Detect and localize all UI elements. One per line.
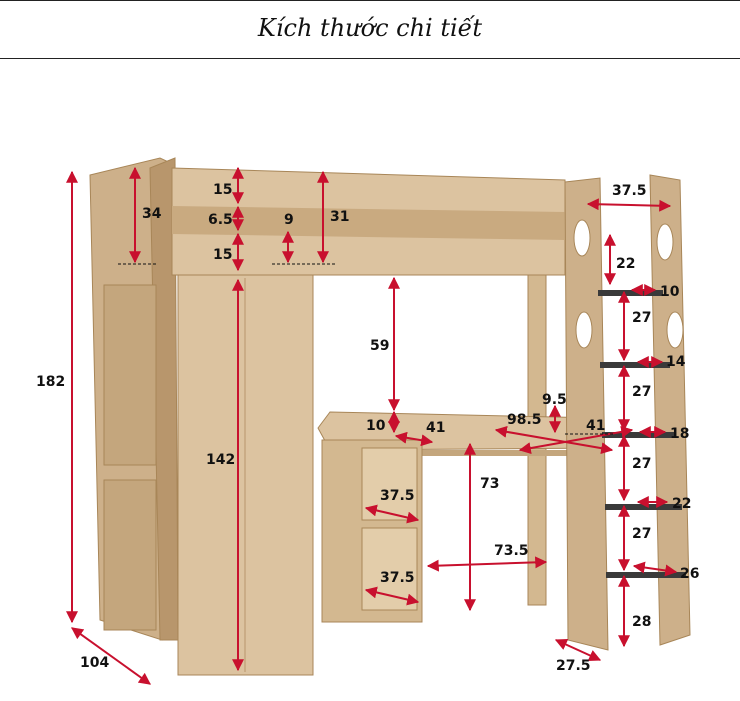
label-step4: 22 <box>672 496 691 512</box>
label-guard-bottom: 15 <box>213 247 232 263</box>
label-total-height: 182 <box>36 374 65 390</box>
ladder-hole-3 <box>656 223 674 261</box>
label-desk-width: 98.5 <box>507 412 542 428</box>
title-top-rule <box>0 0 740 1</box>
label-ladder-top: 22 <box>616 256 635 272</box>
left-panel-upper <box>103 284 157 466</box>
arrow-foot <box>554 639 602 661</box>
arrow-desk-depth <box>394 431 434 447</box>
ladder-left-rail <box>564 177 609 651</box>
label-desk-edge: 10 <box>366 418 386 434</box>
arrow-desk-side <box>518 425 634 455</box>
arrow-ladder-width <box>586 198 672 212</box>
bed-drawing <box>89 157 691 676</box>
label-59: 59 <box>370 338 389 354</box>
guide-lines <box>118 263 615 435</box>
label-wardrobe-height: 142 <box>206 452 235 468</box>
ladder-step-2 <box>600 362 670 368</box>
label-bottom: 28 <box>632 614 651 630</box>
loft-bed-dimension-diagram: 182 104 34 15 6.5 15 9 31 142 59 10 41 9… <box>36 157 699 685</box>
arrow-step5 <box>632 561 678 577</box>
label-shelf-lower: 37.5 <box>380 570 415 586</box>
ladder-step-5 <box>606 572 686 578</box>
arrow-shelf-upper <box>364 504 420 524</box>
ladder-step-4 <box>605 504 682 510</box>
shelf-compartment-lower <box>361 527 418 611</box>
arrow-leg-space <box>426 556 548 572</box>
label-desk-depth: 41 <box>426 420 445 436</box>
label-foot: 27.5 <box>556 658 591 674</box>
label-ladder-width: 37.5 <box>612 183 647 199</box>
label-desk-height: 73 <box>480 476 499 492</box>
dimension-arrows <box>66 166 678 685</box>
label-gap2: 27 <box>632 384 651 400</box>
ladder-hole-2 <box>575 311 593 349</box>
ladder-step-1 <box>598 290 663 296</box>
label-step3: 18 <box>670 426 689 442</box>
title-bar: Kích thước chi tiết <box>0 0 740 60</box>
title-bottom-rule <box>0 58 740 59</box>
label-step2: 14 <box>666 354 686 370</box>
arrow-depth <box>71 627 151 685</box>
label-desk-side: 41 <box>586 418 605 434</box>
label-guard-gap: 6.5 <box>208 212 233 228</box>
label-gap3: 27 <box>632 456 651 472</box>
left-panel-lower <box>103 479 157 631</box>
label-gap1: 27 <box>632 310 651 326</box>
label-guard-top: 15 <box>213 182 232 198</box>
guard-rail-gap <box>172 206 565 240</box>
label-shelf-upper: 37.5 <box>380 488 415 504</box>
label-desk-lip: 9.5 <box>542 392 567 408</box>
label-step1: 10 <box>660 284 680 300</box>
label-gap4: 27 <box>632 526 651 542</box>
dimension-labels: 182 104 34 15 6.5 15 9 31 142 59 10 41 9… <box>36 182 699 674</box>
label-depth: 104 <box>80 655 109 671</box>
label-leg-space: 73.5 <box>494 543 529 559</box>
arrow-shelf-lower <box>364 586 420 606</box>
ladder-hole-4 <box>666 311 684 349</box>
ladder-hole-1 <box>573 219 591 257</box>
page-title: Kích thước chi tiết <box>257 14 483 42</box>
label-9: 9 <box>284 212 294 228</box>
label-step5: 26 <box>680 566 699 582</box>
label-31: 31 <box>330 209 349 225</box>
label-34: 34 <box>142 206 162 222</box>
